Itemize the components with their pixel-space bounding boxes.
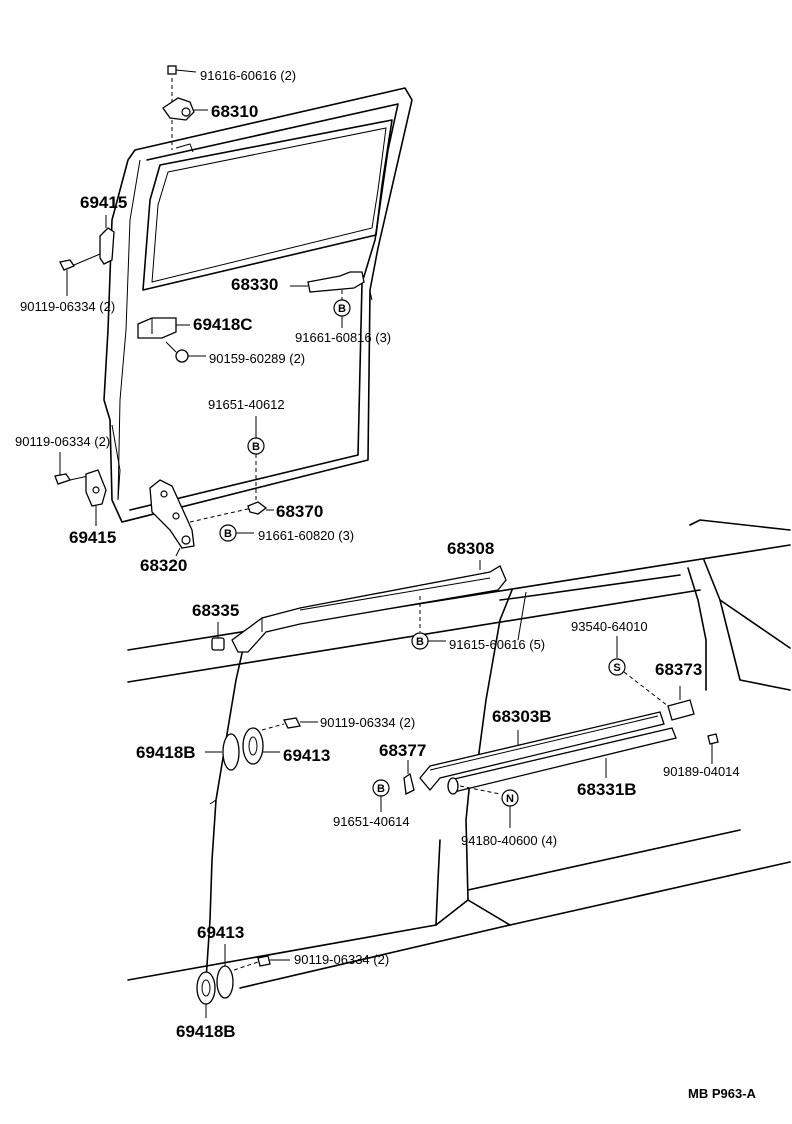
svg-text:S: S	[613, 662, 620, 674]
label-68330: 68330	[231, 275, 278, 294]
label-91661-60816: 91661-60816 (3)	[295, 330, 391, 345]
label-69413-bottom: 69413	[197, 923, 244, 942]
label-91661-60820: 91661-60820 (3)	[258, 528, 354, 543]
label-68373: 68373	[655, 660, 702, 679]
label-68335: 68335	[192, 601, 239, 620]
svg-text:B: B	[377, 783, 385, 795]
stopper-69413-bottom	[216, 944, 234, 999]
label-69418B-mid: 69418B	[136, 743, 196, 762]
roller-68330	[290, 271, 365, 300]
hinge-plate-68320	[149, 479, 253, 557]
label-68377: 68377	[379, 741, 426, 760]
bolt-marker-b-5: B	[372, 779, 390, 812]
label-91615-60616: 91615-60616 (5)	[449, 637, 545, 652]
label-91651-40612: 91651-40612	[208, 397, 285, 412]
label-90119-06334-d: 90119-06334 (2)	[294, 952, 389, 967]
label-90119-06334-c: 90119-06334 (2)	[320, 715, 415, 730]
stopper-68377	[403, 760, 415, 795]
upper-rail-68308	[231, 560, 507, 653]
label-90119-06334-b: 90119-06334 (2)	[15, 434, 110, 449]
latch-69415-top	[99, 215, 115, 265]
label-68310: 68310	[211, 102, 258, 121]
label-68308: 68308	[447, 539, 494, 558]
svg-text:B: B	[224, 528, 232, 540]
label-68303B: 68303B	[492, 707, 552, 726]
label-69418B-bottom: 69418B	[176, 1022, 236, 1041]
bolt-marker-b-2: B	[247, 416, 265, 502]
label-90159-60289: 90159-60289 (2)	[209, 351, 305, 366]
lower-rail-68303B	[419, 711, 665, 792]
label-93540-64010: 93540-64010	[571, 619, 648, 634]
label-68331B: 68331B	[577, 780, 637, 799]
label-68370: 68370	[276, 502, 323, 521]
svg-text:B: B	[252, 441, 260, 453]
label-69413-mid: 69413	[283, 746, 330, 765]
bolt-90119-d	[233, 955, 290, 971]
bolt-90159	[165, 341, 206, 363]
roller-68335	[211, 622, 225, 651]
bolt-90119-c	[261, 717, 318, 731]
label-94180-40600: 94180-40600 (4)	[461, 833, 557, 848]
latch-69415-bottom	[85, 469, 107, 526]
label-91616-60616: 91616-60616 (2)	[200, 68, 296, 83]
bracket-68370	[247, 501, 274, 515]
upper-hinge-bracket-68310	[162, 97, 208, 121]
stopper-69418C	[137, 317, 190, 339]
bolt-91616	[167, 65, 197, 75]
bolt-marker-b-4: B	[411, 596, 446, 650]
label-90189-04014: 90189-04014	[663, 764, 740, 779]
bracket-68373	[667, 686, 695, 721]
stopper-69418B-mid	[205, 733, 240, 771]
label-68320: 68320	[140, 556, 187, 575]
label-69415-top: 69415	[80, 193, 127, 212]
svg-text:B: B	[338, 303, 346, 315]
reference-code: MB P963-A	[688, 1086, 757, 1101]
clip-90189	[707, 733, 719, 764]
label-90119-06334-a: 90119-06334 (2)	[20, 299, 115, 314]
svg-text:B: B	[416, 636, 424, 648]
stopper-69413-mid	[242, 727, 280, 765]
body-side	[127, 519, 791, 989]
bolt-marker-b-1: B	[333, 299, 351, 328]
door-panel	[103, 87, 413, 523]
label-69415-bottom: 69415	[69, 528, 116, 547]
nut-marker-n: N	[447, 777, 519, 828]
stopper-69418B-bottom	[196, 971, 216, 1018]
label-91651-40614: 91651-40614	[333, 814, 410, 829]
bolt-marker-b-3: B	[219, 524, 254, 542]
bolt-90119-b	[54, 452, 89, 485]
label-69418C: 69418C	[193, 315, 253, 334]
svg-text:N: N	[506, 793, 514, 805]
screw-marker-s: S	[608, 636, 669, 707]
bolt-90119-a	[59, 253, 101, 296]
